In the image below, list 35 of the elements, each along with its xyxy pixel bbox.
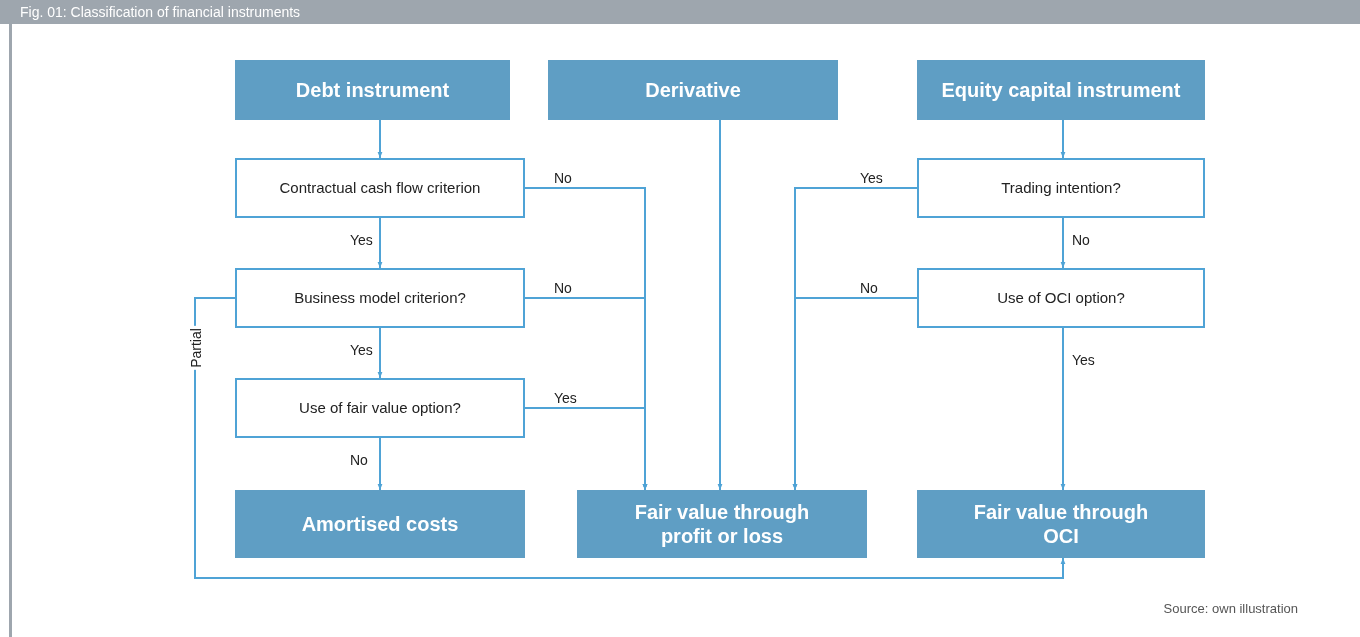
arrow [1060,327,1066,491]
edge-label: No [552,170,574,186]
category-box: Fair value through profit or loss [577,490,867,558]
edge-label: No [348,452,370,468]
figure-title: Fig. 01: Classification of financial instruments [20,4,301,20]
edge-label: No [552,280,574,296]
edge-label: Yes [1070,352,1097,368]
edge-label: Partial [187,326,204,370]
arrow [377,119,383,159]
category-box: Debt instrument [235,60,510,120]
edge-label: No [858,280,880,296]
arrow [377,327,383,379]
arrow [792,297,918,491]
arrow [1060,217,1066,269]
edge-label: Yes [348,232,375,248]
edge-label: Yes [552,390,579,406]
source-note: Source: own illustration [1163,601,1298,616]
decision-box: Contractual cash flow criterion [235,158,525,218]
category-box: Fair value through OCI [917,490,1205,558]
arrow [524,407,648,491]
category-box: Derivative [548,60,838,120]
decision-box: Trading intention? [917,158,1205,218]
arrow [377,217,383,269]
edge-label: Yes [348,342,375,358]
decision-box: Business model criterion? [235,268,525,328]
category-box: Equity capital instrument [917,60,1205,120]
edge-label: No [1070,232,1092,248]
arrow [717,119,723,491]
decision-box: Use of OCI option? [917,268,1205,328]
category-box: Amortised costs [235,490,525,558]
edge-label: Yes [858,170,885,186]
arrow [377,437,383,491]
arrow [1060,119,1066,159]
arrow [194,297,1066,579]
decision-box: Use of fair value option? [235,378,525,438]
